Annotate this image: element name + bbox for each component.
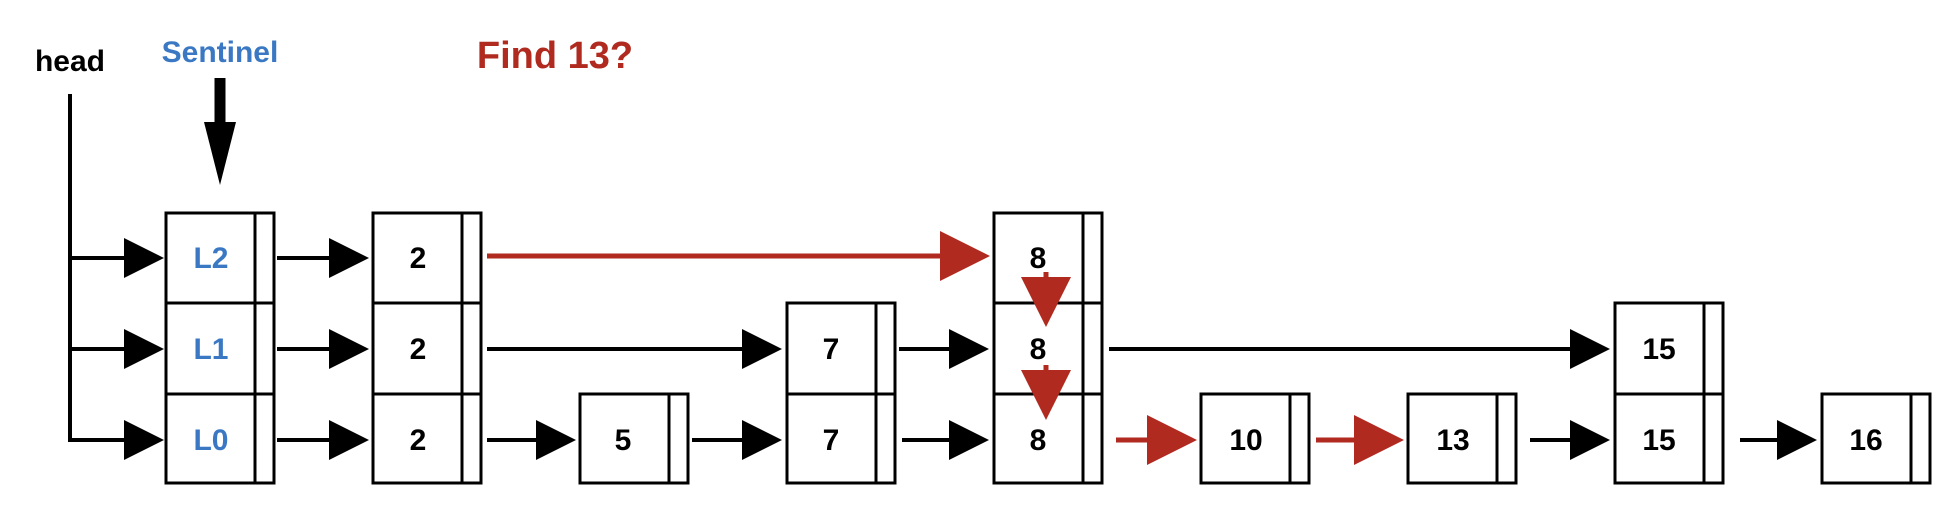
node-value: 8	[1030, 333, 1047, 366]
node-value: 7	[823, 333, 840, 366]
sentinel-level-L1: L1	[193, 333, 228, 366]
node-value: 5	[615, 424, 632, 457]
node-5: 5	[578, 392, 690, 485]
head-label: head	[35, 45, 105, 78]
node-value: 8	[1030, 242, 1047, 275]
node-value: 10	[1229, 424, 1262, 457]
node-value: 2	[410, 333, 427, 366]
node-8: 8 8 8	[992, 211, 1104, 485]
node-value: 15	[1642, 424, 1675, 457]
node-value: 16	[1849, 424, 1882, 457]
node-13: 13	[1406, 392, 1518, 485]
node-10: 10	[1199, 392, 1311, 485]
sentinel-label: Sentinel	[162, 36, 279, 69]
node-15: 15 15	[1613, 301, 1725, 485]
node-7: 7 7	[785, 301, 897, 485]
node-value: 13	[1436, 424, 1469, 457]
node-value: 8	[1030, 424, 1047, 457]
node-16: 16	[1820, 392, 1932, 485]
question-title: Find 13?	[477, 35, 633, 77]
sentinel-level-L2: L2	[193, 242, 228, 275]
node-value: 15	[1642, 333, 1675, 366]
node-value: 7	[823, 424, 840, 457]
node-value: 2	[410, 242, 427, 275]
node-value: 2	[410, 424, 427, 457]
sentinel-level-L0: L0	[193, 424, 228, 457]
sentinel-node: L2 L1 L0	[164, 211, 276, 485]
sentinel-pointer-head	[204, 122, 236, 185]
node-2: 2 2 2	[371, 211, 483, 485]
